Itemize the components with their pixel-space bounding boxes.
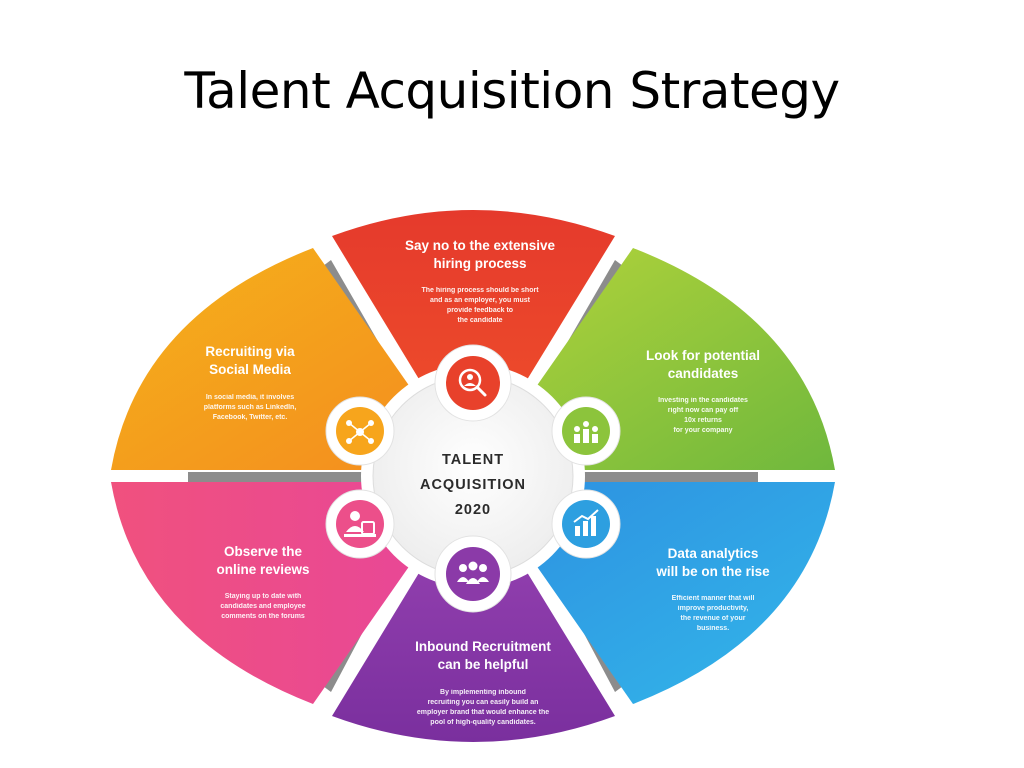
segment-inbound-body1: recruiting you can easily build an [428,699,539,706]
segment-reviews-title1: Observe the [224,544,303,559]
segment-hiring-body3: the candidate [457,317,502,324]
segment-hiring-body1: and as an employer, you must [430,297,531,304]
segment-hiring-body2: provide feedback to [447,307,513,314]
segment-social-body2: Facebook, Twitter, etc. [213,414,288,421]
segment-reviews-body1: candidates and employee [220,603,305,610]
segment-analytics-title1: Data analytics [668,546,759,561]
segment-candidates-body1: right now can pay off [668,407,739,414]
segment-candidates-body3: for your company [673,427,732,434]
segment-hiring-title2: hiring process [433,256,526,271]
segment-social-body0: In social media, it involves [206,394,294,401]
segment-candidates-title1: Look for potential [646,348,760,363]
segment-reviews-title2: online reviews [216,562,309,577]
segment-analytics-body3: business. [697,625,729,632]
bar-chart-icon [551,489,621,559]
slide-title: Talent Acquisition Strategy [184,62,840,120]
magnifier-people-icon [434,344,512,422]
icon-bubbles [325,344,621,613]
team-building-icon [551,396,621,466]
segment-purple [332,484,615,742]
center-line3: 2020 [455,502,491,518]
segment-social-title1: Recruiting via [205,344,295,359]
segment-red [332,210,615,468]
person-review-icon [325,489,395,559]
segment-reviews-body0: Staying up to date with [225,593,302,600]
segment-texts: Say no to the extensive hiring process T… [204,238,770,726]
segment-inbound-body0: By implementing inbound [440,689,526,696]
segment-social-body1: platforms such as LinkedIn, [204,404,297,411]
center-line2: ACQUISITION [420,477,526,493]
segment-hiring-body0: The hiring process should be short [421,287,539,294]
segment-analytics-title2: will be on the rise [655,564,770,579]
segment-analytics-body2: the revenue of your [681,615,746,622]
segment-analytics-body1: improve productivity, [678,605,749,612]
segment-inbound-body2: employer brand that would enhance the [417,709,549,716]
center-line1: TALENT [442,452,504,468]
segment-analytics-body0: Efficient manner that will [672,595,755,602]
segment-candidates-title2: candidates [668,366,739,381]
segment-inbound-title2: can be helpful [438,657,529,672]
segment-candidates-body2: 10x returns [684,417,722,424]
segment-hiring-title1: Say no to the extensive [405,238,556,253]
segment-candidates-body0: Investing in the candidates [658,397,748,404]
segment-social-title2: Social Media [209,362,291,377]
group-icon [434,535,512,613]
center-hub: TALENT ACQUISITION 2020 [361,364,585,588]
social-network-icon [325,396,395,466]
segment-inbound-title1: Inbound Recruitment [415,639,551,654]
talent-acquisition-wheel: TALENT ACQUISITION 2020 [111,210,835,742]
segment-inbound-body3: pool of high-quality candidates. [430,719,535,726]
segment-reviews-body2: comments on the forums [221,613,305,620]
